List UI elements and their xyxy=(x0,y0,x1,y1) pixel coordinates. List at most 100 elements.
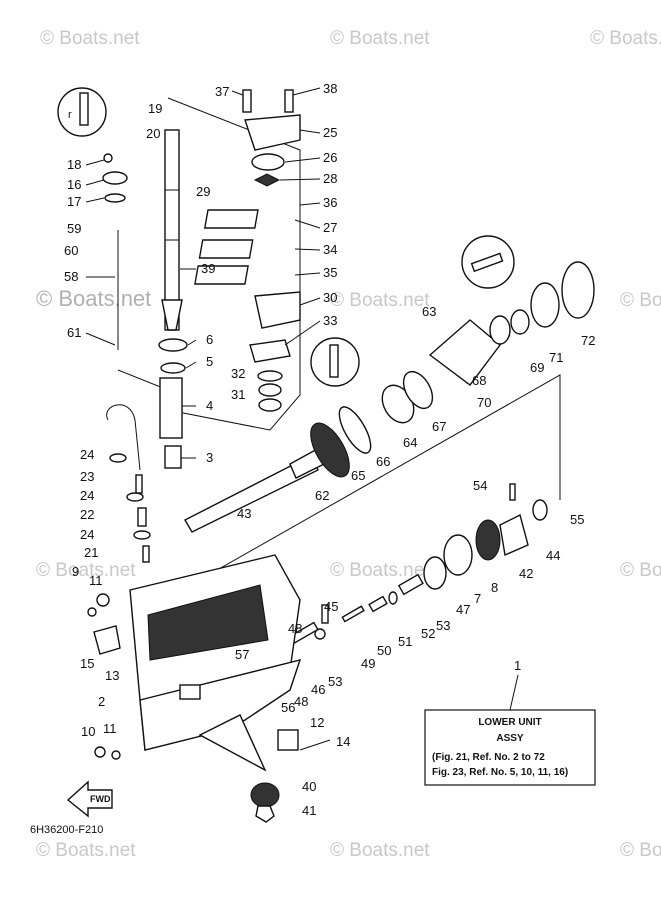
sleeve-parts xyxy=(158,338,188,469)
watermark: © Boats.net xyxy=(36,840,136,861)
part-label: 19 xyxy=(148,101,162,116)
fwd-arrow: FWD xyxy=(66,780,113,818)
part-label: 46 xyxy=(311,682,325,697)
part-label: 45 xyxy=(324,599,338,614)
watermark: © Boats.net xyxy=(330,290,430,311)
part-label: 35 xyxy=(323,265,337,280)
part-label: 70 xyxy=(477,395,491,410)
info-box-title: LOWER UNIT xyxy=(478,717,541,728)
part-label: 41 xyxy=(302,803,316,818)
part-label: 10 xyxy=(81,724,95,739)
part-label: 63 xyxy=(422,304,436,319)
part-label: 28 xyxy=(323,171,337,186)
part-label: 13 xyxy=(105,668,119,683)
part-label: 5 xyxy=(206,354,213,369)
part-label: 21 xyxy=(84,545,98,560)
part-label: 14 xyxy=(336,734,350,749)
part-label: 12 xyxy=(310,715,324,730)
part-label: 52 xyxy=(421,626,435,641)
part-label: 54 xyxy=(473,478,487,493)
grease-icon xyxy=(461,235,515,289)
part-labels: 37 38 19 20 25 26 28 18 16 17 29 36 27 5… xyxy=(64,81,595,818)
part-label: 72 xyxy=(581,333,595,348)
part-label: 38 xyxy=(323,81,337,96)
part-label: 30 xyxy=(323,290,337,305)
part-label: 18 xyxy=(67,157,81,172)
part-label: 51 xyxy=(398,634,412,649)
info-box-ref: 1 xyxy=(514,658,521,673)
part-label: 61 xyxy=(67,325,81,340)
part-label: 62 xyxy=(315,488,329,503)
part-label: 60 xyxy=(64,243,78,258)
part-label: 59 xyxy=(67,221,81,236)
leader-lines xyxy=(85,87,321,459)
part-label: 67 xyxy=(432,419,446,434)
watermark: © Boats.net xyxy=(590,28,661,49)
part-label: 24 xyxy=(80,527,94,542)
part-label: 32 xyxy=(231,366,245,381)
part-label: 24 xyxy=(80,447,94,462)
part-label: 4 xyxy=(206,398,213,413)
watermark: © Boats.net xyxy=(36,560,136,581)
part-label: 15 xyxy=(80,656,94,671)
part-label: 68 xyxy=(472,373,486,388)
part-label: 11 xyxy=(89,573,103,588)
part-label: 47 xyxy=(456,602,470,617)
info-box: 1 LOWER UNIT ASSY (Fig. 21, Ref. No. 2 t… xyxy=(424,658,596,786)
trim-tab-parts xyxy=(250,729,331,823)
diagram-code: 6H36200-F210 xyxy=(30,824,103,836)
part-label: 8 xyxy=(491,580,498,595)
watermark: © Boats.net xyxy=(36,286,151,311)
part-label: 2 xyxy=(98,694,105,709)
part-label: 33 xyxy=(323,313,337,328)
svg-text:r: r xyxy=(68,109,72,121)
part-label: 49 xyxy=(361,656,375,671)
part-label: 17 xyxy=(67,194,81,209)
watermark: © Boats.net xyxy=(330,560,430,581)
part-label: 65 xyxy=(351,468,365,483)
watermark: © Boats.net xyxy=(620,290,661,311)
grease-icon xyxy=(310,337,360,387)
part-label: 53 xyxy=(328,674,342,689)
part-label: 53 xyxy=(436,618,450,633)
part-label: 16 xyxy=(67,177,81,192)
watermark: © Boats.net xyxy=(330,840,430,861)
part-label: 27 xyxy=(323,220,337,235)
part-label: 3 xyxy=(206,450,213,465)
part-label: 71 xyxy=(549,350,563,365)
part-label: 9 xyxy=(72,564,79,579)
part-label: 7 xyxy=(474,591,481,606)
shift-rod-parts xyxy=(102,153,151,563)
part-label: 42 xyxy=(519,566,533,581)
watermark: © Boats.net xyxy=(330,28,430,49)
info-box-line1: (Fig. 21, Ref. No. 2 to 72 xyxy=(432,752,545,763)
part-label: 25 xyxy=(323,125,337,140)
part-label: 43 xyxy=(237,506,251,521)
watermarks: © Boats.net © Boats.net © Boats.net © Bo… xyxy=(36,28,661,861)
part-label: 44 xyxy=(546,548,560,563)
part-label: 48 xyxy=(288,621,302,636)
part-label: 24 xyxy=(80,488,94,503)
info-box-subtitle: ASSY xyxy=(496,733,524,744)
part-label: 34 xyxy=(323,242,337,257)
drive-shaft xyxy=(161,129,183,331)
part-label: 39 xyxy=(201,261,215,276)
part-label: 29 xyxy=(196,184,210,199)
part-label: 50 xyxy=(377,643,391,658)
part-label: 56 xyxy=(281,700,295,715)
info-box-line2: Fig. 23, Ref. No. 5, 10, 11, 16) xyxy=(432,767,568,778)
part-label: 36 xyxy=(323,195,337,210)
part-label: 22 xyxy=(80,507,94,522)
part-label: 20 xyxy=(146,126,160,141)
part-label: 48 xyxy=(294,694,308,709)
part-label: 64 xyxy=(403,435,417,450)
lower-unit-casing xyxy=(87,554,302,772)
part-label: 23 xyxy=(80,469,94,484)
part-label: 31 xyxy=(231,387,245,402)
part-label: 57 xyxy=(235,647,249,662)
grease-icon: r xyxy=(57,87,107,137)
watermark: © Boats.net xyxy=(620,840,661,861)
watermark: © Boats.net xyxy=(620,560,661,581)
part-label: 66 xyxy=(376,454,390,469)
part-label: 69 xyxy=(530,360,544,375)
